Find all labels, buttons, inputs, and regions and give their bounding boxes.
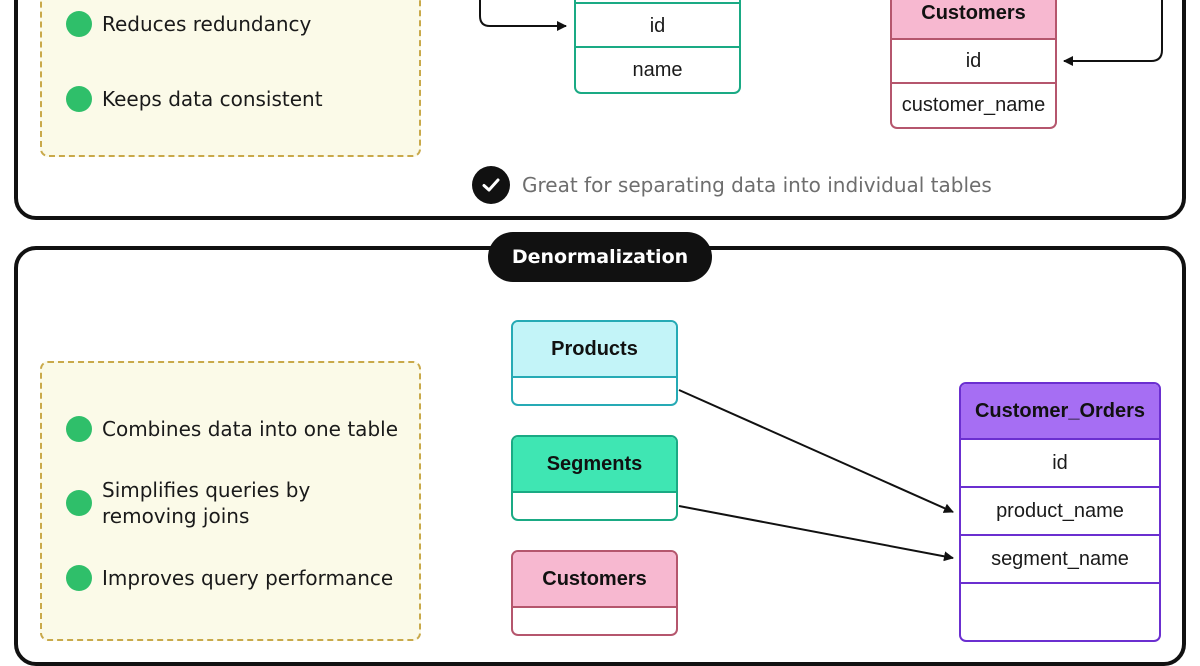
table-row: segment_name (961, 536, 1159, 584)
benefit-text: Reduces redundancy (102, 12, 312, 36)
customer-orders-table: Customer_Orders id product_name segment_… (959, 382, 1161, 642)
table-title: Customer_Orders (961, 384, 1159, 440)
green-dot-icon (66, 416, 92, 442)
arrow-to-customer-id (1063, 0, 1163, 66)
table-row: id (961, 440, 1159, 488)
benefit-text: Improves query performance (102, 566, 394, 590)
arrow-to-id (479, 0, 567, 31)
summary-text: Great for separating data into individua… (522, 173, 992, 197)
benefit-text: Simplifies queries by removing joins (102, 478, 311, 528)
benefit-text: Keeps data consistent (102, 87, 323, 111)
denormalization-benefits-box: Combines data into one table Simplifies … (40, 361, 421, 641)
green-dot-icon (66, 565, 92, 591)
table-row: id (892, 40, 1055, 84)
table-row: id (576, 2, 739, 48)
table-row: customer_name (901, 94, 1046, 116)
benefit-item: Improves query performance (66, 565, 393, 591)
section-label: Denormalization (488, 232, 712, 282)
benefit-text: Combines data into one table (102, 417, 398, 441)
green-dot-icon (66, 11, 92, 37)
table-row: product_name (961, 488, 1159, 536)
benefit-item: Simplifies queries by removing joins (66, 477, 366, 529)
normalization-benefits-box: Reduces redundancy Keeps data consistent (40, 0, 421, 157)
benefit-item: Reduces redundancy (66, 11, 311, 37)
table-title: Customers (892, 0, 1055, 40)
table-title: Products (513, 322, 676, 378)
table-row (513, 608, 676, 634)
customers-table: Customers id customer_name (890, 0, 1057, 129)
table-title: Segments (513, 437, 676, 493)
segments-table: Segments (511, 435, 678, 521)
benefit-item: Keeps data consistent (66, 86, 323, 112)
arrow-products-to-product-name (678, 389, 954, 513)
products-table: Products (511, 320, 678, 406)
arrow-segments-to-segment-name (678, 505, 954, 562)
green-dot-icon (66, 490, 92, 516)
green-dot-icon (66, 86, 92, 112)
connector-arrows (479, 0, 1163, 562)
table-row: name (632, 59, 683, 81)
normalized-table: id name (574, 0, 741, 94)
benefit-item: Combines data into one table (66, 416, 398, 442)
normalization-summary: Great for separating data into individua… (472, 166, 992, 204)
checkmark-icon (472, 166, 510, 204)
